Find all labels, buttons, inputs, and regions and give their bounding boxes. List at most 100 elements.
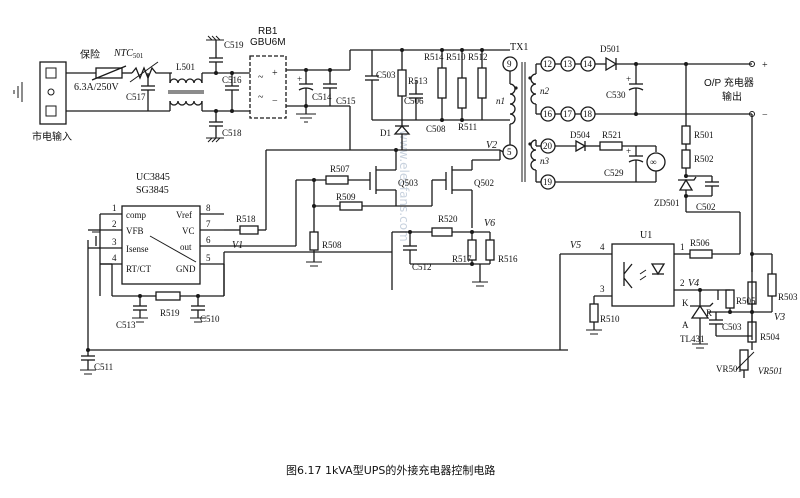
out-label: O/P 充电器 bbox=[704, 76, 754, 89]
vr501b-label: VR501 bbox=[758, 366, 783, 376]
svg-text:∞: ∞ bbox=[650, 157, 656, 167]
c514-label: C514 bbox=[312, 92, 332, 102]
ntc-thermistor bbox=[129, 61, 172, 83]
pin17-label: 17 bbox=[563, 109, 573, 119]
uc3845-label: UC3845 bbox=[136, 172, 170, 183]
svg-text:−: − bbox=[272, 96, 278, 107]
fuse-symbol bbox=[91, 65, 132, 81]
c519-label: C519 bbox=[224, 40, 244, 50]
c503-label: C503 bbox=[376, 70, 396, 80]
d1-label: D1 bbox=[380, 128, 391, 138]
r510-label: R510 bbox=[446, 52, 466, 62]
ic-pin1: 1 bbox=[112, 203, 117, 213]
tl-k: K bbox=[682, 298, 689, 308]
pin18-label: 18 bbox=[583, 109, 593, 119]
r504-label: R504 bbox=[760, 332, 780, 342]
v6-label: V6 bbox=[484, 218, 495, 229]
uc3845-ic bbox=[92, 205, 225, 323]
svg-text:+: + bbox=[297, 74, 302, 84]
r518-label: R518 bbox=[236, 214, 256, 224]
c503b-label: C503 bbox=[722, 322, 742, 332]
v1-label: V1 bbox=[232, 240, 243, 251]
c514-c515-caps: + bbox=[296, 68, 337, 123]
q503-label: Q503 bbox=[398, 178, 418, 188]
mains-input-block bbox=[13, 61, 170, 125]
tl-a: A bbox=[682, 320, 689, 330]
r514-label: R514 bbox=[424, 52, 444, 62]
gbu-label: GBU6M bbox=[250, 37, 286, 48]
v2-label: V2 bbox=[486, 140, 497, 151]
r507-label: R507 bbox=[330, 164, 350, 174]
ic-vref: Vref bbox=[176, 210, 192, 220]
n3-label: n3 bbox=[540, 156, 550, 166]
ic-pin3: 3 bbox=[112, 237, 117, 247]
c506-label: C506 bbox=[404, 96, 424, 106]
pin19-label: 19 bbox=[543, 177, 553, 187]
current-sense-branch bbox=[678, 64, 719, 212]
v3-label: V3 bbox=[774, 312, 785, 323]
r509-label: R509 bbox=[336, 192, 356, 202]
r516-label: R516 bbox=[498, 254, 518, 264]
ic-pin6: 6 bbox=[206, 235, 211, 245]
ic-vfb: VFB bbox=[126, 226, 144, 236]
r517-label: R517 bbox=[452, 254, 472, 264]
ic-pin5: 5 bbox=[206, 253, 211, 263]
tl431-label: TL431 bbox=[680, 334, 705, 344]
n2-label: n2 bbox=[540, 86, 550, 96]
pin12-label: 12 bbox=[543, 59, 552, 69]
q502-label: Q502 bbox=[474, 178, 494, 188]
d501-label: D501 bbox=[600, 44, 620, 54]
ic-pin7: 7 bbox=[206, 219, 211, 229]
svg-text:~: ~ bbox=[258, 92, 264, 103]
r519-label: R519 bbox=[160, 308, 180, 318]
u1-pin1: 1 bbox=[680, 242, 685, 252]
r520-label: R520 bbox=[438, 214, 458, 224]
u1-pin2: 2 bbox=[680, 278, 685, 288]
gate-drive bbox=[224, 148, 504, 267]
tx1-transformer bbox=[502, 56, 596, 190]
feedback-wires bbox=[80, 248, 568, 375]
rb1-label: RB1 bbox=[258, 26, 278, 37]
c529-label: C529 bbox=[604, 168, 624, 178]
output-rectifier: + bbox=[595, 56, 755, 117]
ic-vc: VC bbox=[182, 226, 195, 236]
ic-pin4: 4 bbox=[112, 253, 117, 263]
pin20-label: 20 bbox=[543, 141, 553, 151]
c513-label: C513 bbox=[116, 320, 136, 330]
r513-label: R513 bbox=[408, 76, 428, 86]
pin14-label: 14 bbox=[583, 59, 593, 69]
c517-capacitor bbox=[141, 73, 155, 111]
d504-label: D504 bbox=[570, 130, 590, 140]
minus-label: − bbox=[762, 110, 768, 121]
u1-label: U1 bbox=[640, 230, 652, 241]
r505-label: R505 bbox=[736, 296, 756, 306]
l501-label: L501 bbox=[176, 62, 195, 72]
v5-label: V5 bbox=[570, 240, 581, 251]
pin16-label: 16 bbox=[543, 109, 553, 119]
c512-label: C512 bbox=[412, 262, 432, 272]
u1-pin4: 4 bbox=[600, 242, 605, 252]
pin9-label: 9 bbox=[507, 59, 512, 69]
svg-text:+: + bbox=[626, 74, 631, 84]
c516-label: C516 bbox=[222, 75, 242, 85]
tl-r: R bbox=[706, 308, 712, 318]
svg-text:~: ~ bbox=[258, 72, 264, 83]
svg-text:+: + bbox=[626, 146, 631, 156]
c511-label: C511 bbox=[94, 362, 113, 372]
ic-isense: Isense bbox=[126, 244, 149, 254]
mains-label: 市电输入 bbox=[32, 130, 72, 143]
ntc-label: NTC501 bbox=[113, 48, 144, 60]
plus-label: + bbox=[762, 60, 768, 71]
fuse-label: 保险 bbox=[80, 48, 100, 61]
ic-gnd: GND bbox=[176, 264, 196, 274]
ic-pin2: 2 bbox=[112, 219, 117, 229]
vr501-label: VR501 bbox=[716, 364, 742, 374]
out-label2: 输出 bbox=[722, 90, 742, 103]
c517-label: C517 bbox=[126, 92, 146, 102]
ic-comp: comp bbox=[126, 210, 146, 220]
fuse-rating: 6.3A/250V bbox=[74, 82, 120, 93]
l501-choke bbox=[168, 72, 250, 112]
optocoupler-u1 bbox=[559, 211, 741, 350]
aux-supply: + ∞ bbox=[555, 139, 666, 183]
